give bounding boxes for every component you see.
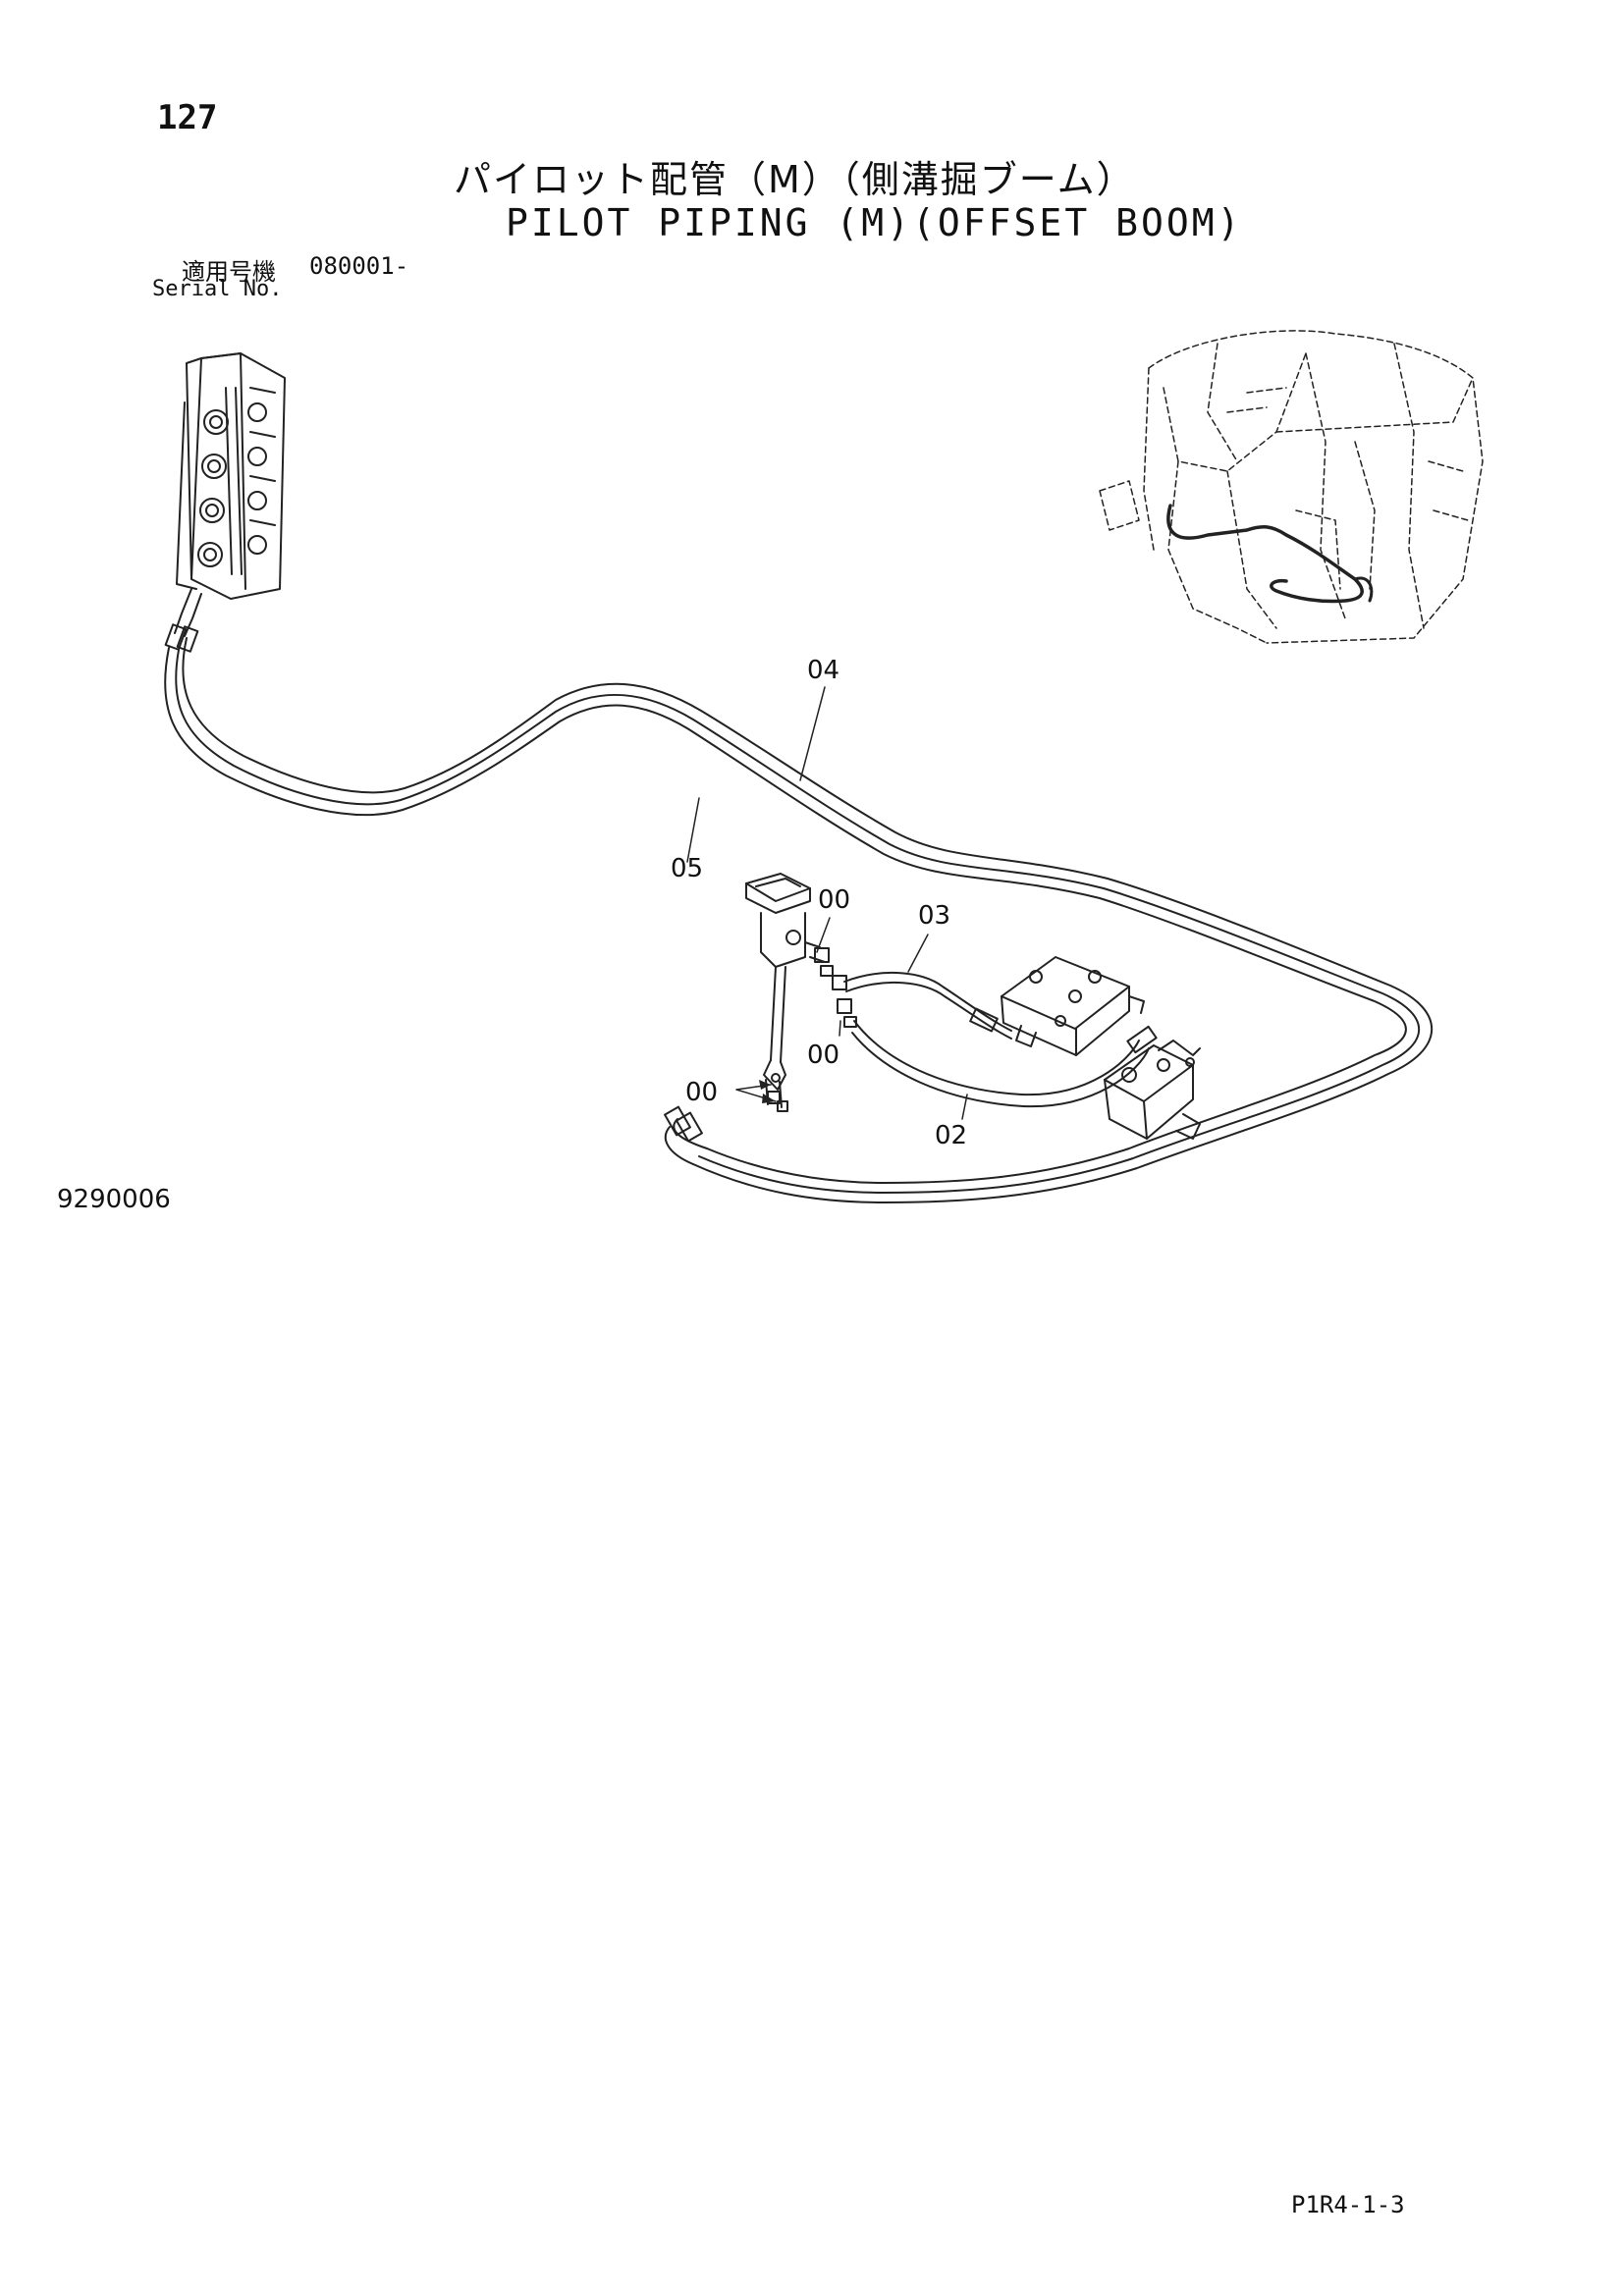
figure-number: 9290006 [57, 1185, 171, 1214]
cab-piping-route [1166, 504, 1364, 604]
valve-block-illustration [1001, 956, 1145, 1056]
callout-02: 02 [935, 1121, 968, 1150]
shuttle-valve-illustration [1104, 1040, 1201, 1140]
title-english: PILOT PIPING (M)(OFFSET BOOM) [506, 201, 1243, 244]
pilot-valve-illustration [745, 873, 811, 1108]
leader-lines [686, 686, 968, 1120]
serial-label-japanese: 適用号機 [182, 258, 276, 286]
pilot-piping-diagram [164, 330, 1484, 1203]
serial-number-value: 080001- [309, 252, 409, 280]
hose-05 [164, 647, 1407, 1184]
title-japanese: パイロット配管（M）（側溝掘ブーム） [454, 158, 1136, 201]
serial-label-english: Serial No. [152, 277, 283, 301]
page-reference: P1R4-1-3 [1291, 2191, 1405, 2218]
callout-05: 05 [671, 854, 704, 883]
callout-03: 03 [918, 901, 951, 931]
callout-04: 04 [807, 656, 840, 685]
callout-00-lower: 00 [685, 1078, 719, 1107]
hose-03 [843, 972, 1012, 1040]
callout-00-middle: 00 [807, 1041, 840, 1070]
cab-overview-illustration [1099, 330, 1484, 644]
hose-04 [182, 637, 1434, 1203]
callout-00-top: 00 [818, 885, 851, 915]
control-valve-illustration [176, 352, 286, 600]
hose-02 [851, 1020, 1158, 1108]
page-number: 127 [157, 98, 218, 137]
